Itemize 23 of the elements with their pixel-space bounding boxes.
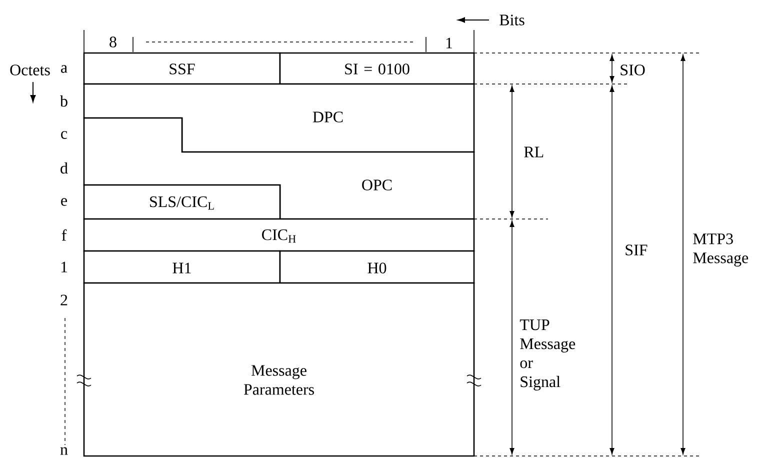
dimension-label: RL xyxy=(524,146,544,158)
field-box: SI = 0100 xyxy=(279,52,475,85)
dimension-label: SIO xyxy=(620,64,645,76)
dimension-label: MTP3 Message xyxy=(693,234,748,267)
axis-label: Bits xyxy=(500,14,524,26)
octet-label: d xyxy=(60,162,68,174)
axis-label: Octets xyxy=(10,64,50,76)
octet-label: n xyxy=(60,447,68,455)
field-box: H1 xyxy=(83,250,281,284)
octet-label: 2 xyxy=(60,294,68,306)
octet-label: 1 xyxy=(61,262,68,272)
field-box: SLS/CIC$_{L}$ xyxy=(83,184,281,220)
octet-label: f xyxy=(62,229,67,241)
dimension-label: SIF xyxy=(626,244,648,256)
field-box: H0 xyxy=(279,250,475,284)
octet-label: e xyxy=(61,198,67,206)
bit-number: 8 xyxy=(110,36,116,48)
dimension-label: TUP Message or Signal xyxy=(520,320,576,390)
octet-label: a xyxy=(61,65,68,73)
bit-number: 1 xyxy=(446,38,452,48)
field-box: SSF xyxy=(83,52,281,85)
octet-label: b xyxy=(60,95,68,107)
octet-label: c xyxy=(61,131,68,139)
